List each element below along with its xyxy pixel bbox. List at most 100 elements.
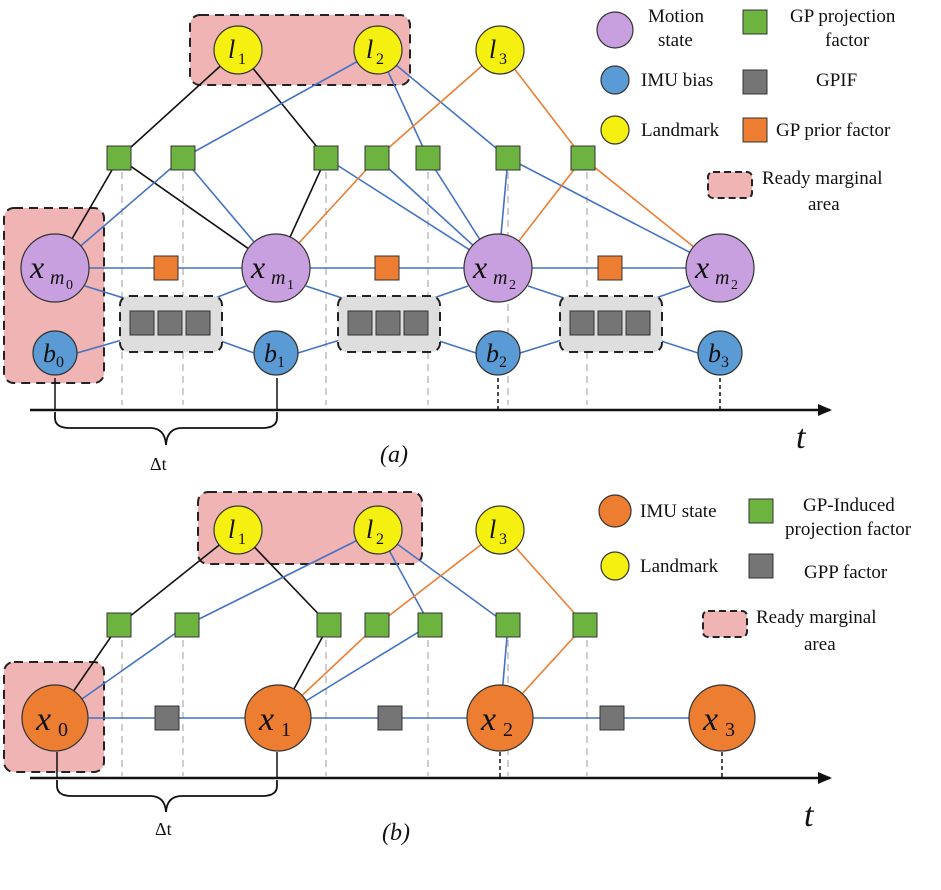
legend-motion-state-label: Motion	[648, 6, 704, 27]
legend-gp-induced-icon	[748, 498, 774, 524]
gp-induced-projection-factor	[495, 612, 521, 638]
legend-marginal-label: area	[804, 634, 836, 655]
time-axis-label: t	[804, 797, 815, 834]
legend-gp-induced-label: GP-Induced	[803, 495, 895, 516]
gp-projection-factor	[313, 145, 339, 171]
graph-edge	[118, 529, 239, 626]
state-base: x	[694, 249, 709, 285]
gp-projection-factor	[415, 145, 441, 171]
state-sub: m	[493, 267, 507, 289]
gpif-factor	[375, 310, 401, 336]
legend-gpif-icon	[742, 69, 768, 95]
gpif-factor	[347, 310, 373, 336]
bias-base: b	[486, 339, 499, 368]
graph-edge	[297, 339, 341, 354]
state-sub: m	[715, 267, 729, 289]
imu-state-node: x 2	[466, 684, 534, 752]
time-dashed-guides	[54, 172, 721, 410]
gp-projection-factor	[570, 145, 596, 171]
landmark-node: l 3	[475, 505, 525, 555]
gp-prior-factor	[153, 255, 179, 281]
landmark-base: l	[366, 35, 373, 64]
panel-caption: (a)	[380, 442, 408, 468]
landmark-sub: 1	[238, 51, 246, 68]
gpif-factor	[625, 310, 651, 336]
landmark-node: l 1	[213, 25, 263, 75]
graph-edge	[376, 529, 501, 626]
legend-gp-projection-label: factor	[825, 30, 870, 51]
gp-projection-factor	[170, 145, 196, 171]
gpif-factor	[129, 310, 155, 336]
legend-landmark-label: Landmark	[641, 120, 720, 141]
gpif-factor	[569, 310, 595, 336]
bias-base: b	[264, 339, 277, 368]
legend-motion-state-label: state	[658, 30, 693, 51]
state-base: x	[480, 701, 496, 738]
state-sub: 3	[725, 719, 735, 741]
landmark-base: l	[366, 515, 373, 544]
state-sub: 0	[58, 719, 68, 741]
legend-motion-state-icon	[596, 11, 634, 49]
legend: IMU state Landmark GP-Induced projection…	[598, 494, 912, 655]
graph-edge	[118, 49, 239, 159]
state-sub: m	[50, 267, 64, 289]
motion-state-node: x m 0	[20, 233, 90, 303]
time-dashed-guides	[56, 640, 723, 778]
legend-gp-prior-label: GP prior factor	[776, 120, 891, 141]
legend-gp-induced-label: projection factor	[785, 519, 912, 540]
panel-b: t Δt (b) IMU state Landmark GP-Induced p…	[3, 491, 912, 846]
legend-landmark-icon	[600, 115, 630, 145]
legend-gp-projection-icon	[742, 9, 768, 35]
legend-landmark-label: Landmark	[640, 556, 719, 577]
gpif-factor	[403, 310, 429, 336]
landmark-base: l	[228, 35, 235, 64]
bias-sub: 3	[721, 354, 729, 371]
imu-bias-node: b 2	[475, 330, 521, 376]
landmark-sub: 1	[238, 531, 246, 548]
bias-base: b	[43, 339, 56, 368]
state-base: x	[258, 701, 274, 738]
state-base: x	[472, 249, 487, 285]
landmark-sub: 2	[376, 531, 384, 548]
state-base: x	[702, 701, 718, 738]
legend-gp-prior-icon	[742, 117, 768, 143]
delta-t-brace	[54, 412, 278, 446]
state-base: x	[250, 249, 265, 285]
legend-marginal-label: area	[808, 194, 840, 215]
landmark-sub: 3	[499, 51, 507, 68]
state-subsub: 2	[731, 278, 738, 293]
graph-edge	[377, 49, 509, 159]
delta-t-label: Δt	[150, 454, 167, 474]
legend-marginal-icon	[707, 171, 753, 199]
gp-induced-projection-factor	[364, 612, 390, 638]
imu-state-node: x 0	[21, 684, 89, 752]
gp-induced-projection-factor	[106, 612, 132, 638]
legend-gpif-label: GPIF	[816, 70, 857, 91]
legend-gpp-label: GPP factor	[804, 562, 888, 583]
gpif-factor	[597, 310, 623, 336]
landmark-base: l	[228, 515, 235, 544]
legend-imu-state-label: IMU state	[640, 501, 717, 522]
landmark-sub: 2	[376, 51, 384, 68]
graph-edge	[76, 339, 123, 354]
state-sub: m	[271, 267, 285, 289]
bias-sub: 0	[56, 354, 64, 371]
gp-prior-factor	[374, 255, 400, 281]
time-axis-label: t	[796, 419, 807, 456]
gpp-factor	[154, 705, 180, 731]
bias-sub: 1	[277, 354, 285, 371]
gpif-factor	[185, 310, 211, 336]
gpif-factor	[157, 310, 183, 336]
state-sub: 2	[503, 719, 513, 741]
bias-sub: 2	[499, 354, 507, 371]
legend-landmark-icon	[600, 551, 630, 581]
graph-edge	[305, 285, 349, 301]
landmark-node: l 2	[353, 505, 403, 555]
gp-induced-projection-factor	[572, 612, 598, 638]
legend-marginal-icon	[702, 610, 748, 638]
state-subsub: 1	[287, 278, 294, 293]
state-subsub: 2	[509, 278, 516, 293]
delta-t-brace	[56, 780, 278, 813]
state-base: x	[29, 249, 44, 285]
